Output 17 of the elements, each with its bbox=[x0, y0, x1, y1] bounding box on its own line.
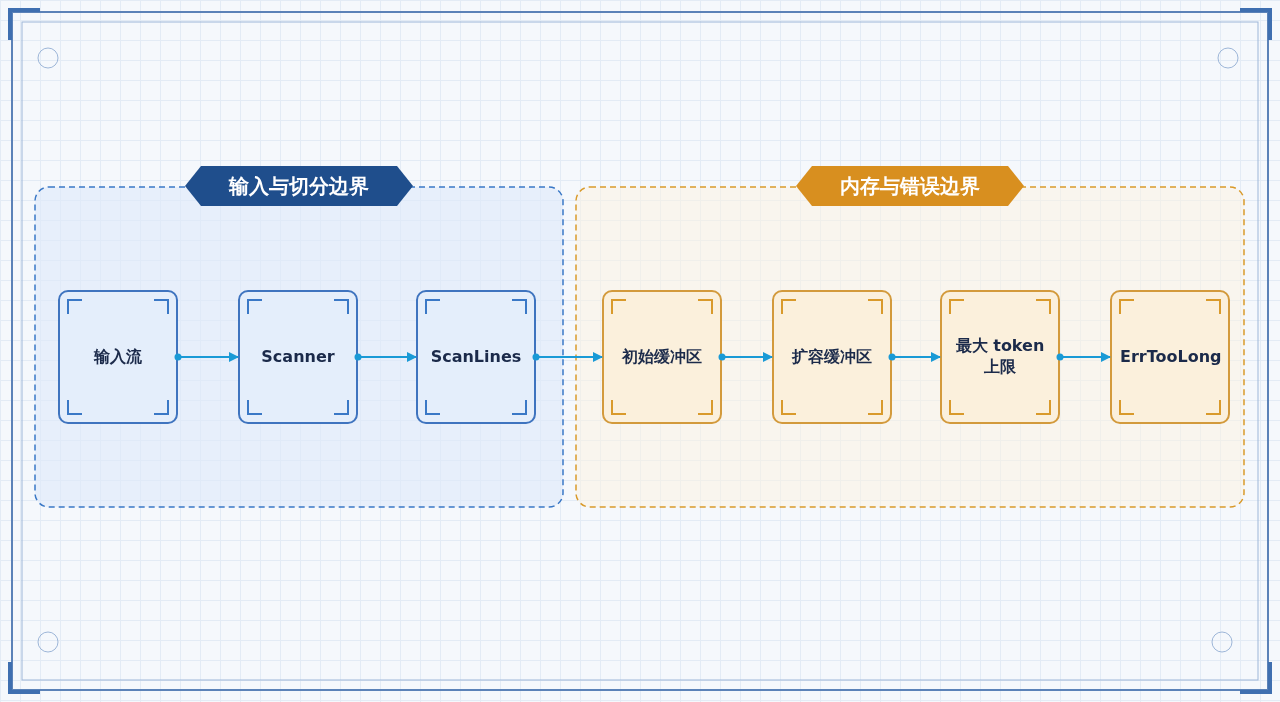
arrow bbox=[532, 352, 603, 362]
process-box: Scanner bbox=[238, 290, 358, 424]
process-box: 初始缓冲区 bbox=[602, 290, 722, 424]
group-panel bbox=[34, 166, 564, 508]
process-box: 输入流 bbox=[58, 290, 178, 424]
arrow bbox=[888, 352, 941, 362]
arrow bbox=[354, 352, 417, 362]
heading-banner: 内存与错误边界 bbox=[796, 166, 1024, 206]
arrow bbox=[174, 352, 239, 362]
process-box: ErrTooLong bbox=[1110, 290, 1230, 424]
process-box: ScanLines bbox=[416, 290, 536, 424]
arrow bbox=[1056, 352, 1111, 362]
process-box: 最大 token 上限 bbox=[940, 290, 1060, 424]
heading-banner: 输入与切分边界 bbox=[185, 166, 413, 206]
process-box: 扩容缓冲区 bbox=[772, 290, 892, 424]
group-panel bbox=[575, 166, 1245, 508]
arrow bbox=[718, 352, 773, 362]
